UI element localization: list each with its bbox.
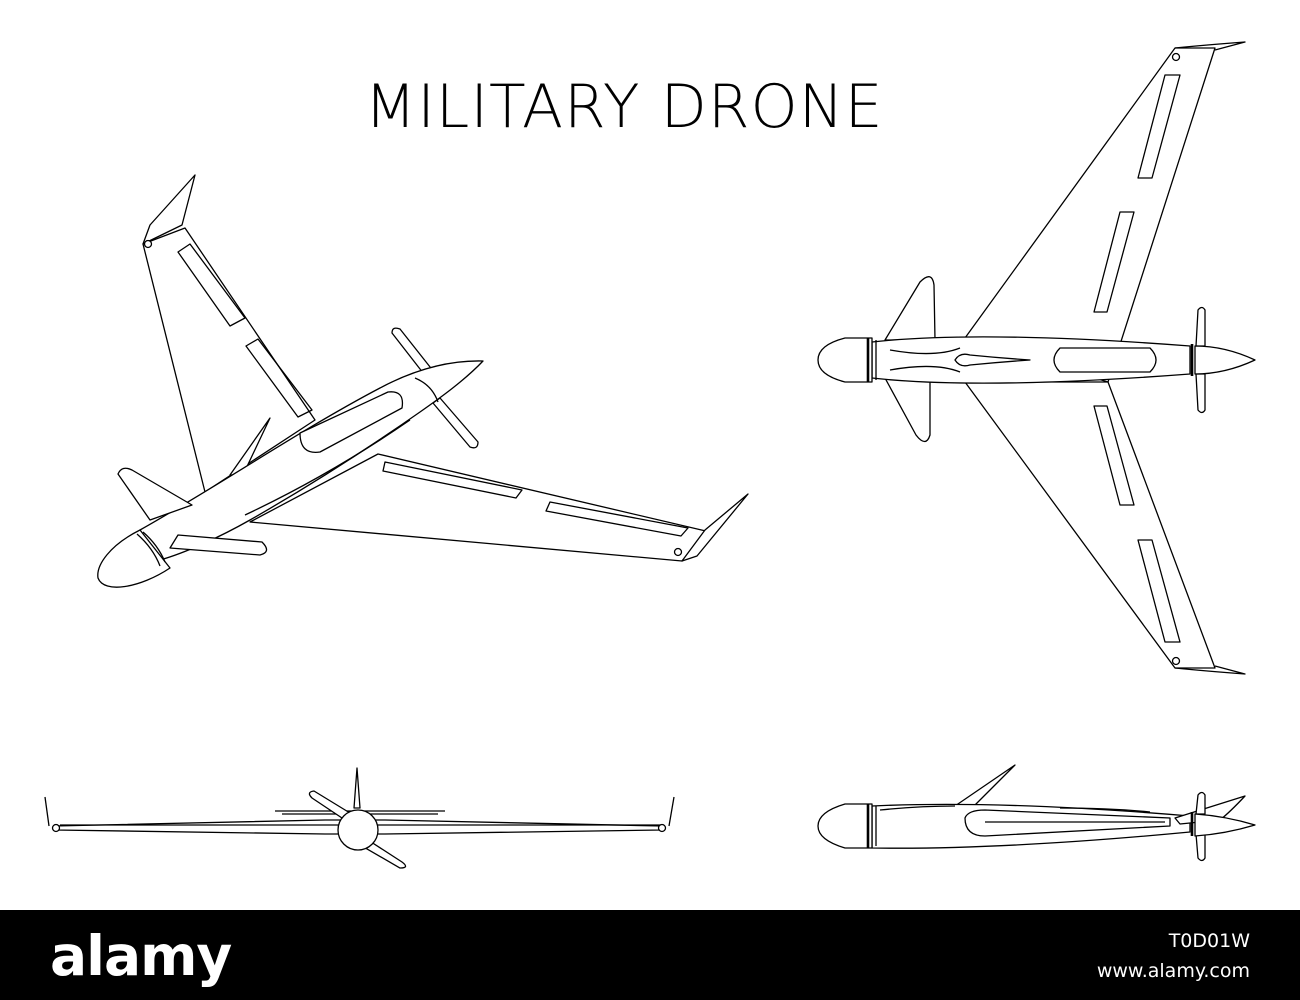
top-view (818, 42, 1255, 674)
perspective-lower-winglet (682, 494, 748, 561)
perspective-rear-pod (98, 530, 170, 587)
front-right-winglet (669, 797, 674, 826)
top-propeller-blade-top (1196, 308, 1205, 347)
perspective-canopy (300, 392, 402, 453)
side-spinner (1195, 814, 1255, 836)
perspective-upper-wing (143, 228, 315, 492)
side-canopy (1060, 808, 1150, 812)
top-upper-aileron (1138, 75, 1180, 178)
top-spinner (1195, 346, 1255, 374)
top-upper-stabilizer (885, 277, 935, 340)
front-left-winglet (45, 797, 49, 826)
perspective-spinner-ring (415, 378, 438, 402)
side-spine (880, 806, 955, 810)
front-left-tip-light (53, 825, 60, 832)
front-spinner (338, 810, 378, 850)
site-url[interactable]: www.alamy.com (1096, 960, 1250, 982)
perspective-upper-winglet (143, 175, 195, 244)
front-view (45, 768, 674, 868)
perspective-pod-ring-2 (143, 532, 165, 562)
perspective-tail-lower-stabilizer (170, 535, 267, 555)
front-propeller-blade-bottom (362, 840, 406, 868)
perspective-pod-ring (137, 534, 160, 566)
side-vertical-fin (955, 765, 1015, 806)
perspective-propeller-blade-bottom (433, 398, 478, 448)
drone-drawings (0, 0, 1300, 910)
perspective-tail-upper-stabilizer (118, 468, 192, 520)
side-wing-root (965, 810, 1170, 836)
side-view (818, 765, 1255, 861)
top-air-intake (955, 354, 1030, 366)
top-upper-wing (965, 48, 1215, 382)
top-lower-stabilizer (885, 378, 930, 442)
top-upper-flap (1094, 212, 1134, 312)
perspective-lower-tip-light (675, 549, 682, 556)
image-id: T0D01W (1168, 930, 1250, 952)
perspective-body-seam (245, 420, 410, 515)
top-lower-aileron (1138, 540, 1180, 642)
top-lower-wing (965, 382, 1215, 668)
perspective-lower-aileron (546, 502, 688, 536)
top-fuselage-spine (890, 348, 960, 372)
front-propeller-blade-top (309, 791, 350, 820)
top-upper-tip-light (1173, 54, 1180, 61)
diagram-title: MILITARY DRONE (364, 72, 884, 142)
side-propeller-blade-top (1196, 793, 1205, 815)
side-rear-pod (818, 804, 872, 848)
perspective-upper-flap (246, 339, 312, 417)
top-canopy (1054, 348, 1156, 372)
brand-logo[interactable]: alamy (50, 924, 232, 988)
top-upper-winglet (1175, 42, 1245, 50)
top-rear-pod (818, 338, 872, 382)
top-lower-flap (1094, 406, 1134, 505)
front-right-tip-light (659, 825, 666, 832)
perspective-upper-aileron (178, 244, 245, 326)
side-propeller-blade-bottom (1196, 834, 1205, 861)
footer-bar: alamy T0D01W www.alamy.com (0, 910, 1300, 1000)
top-lower-tip-light (1173, 658, 1180, 665)
perspective-lower-flap (383, 462, 522, 498)
perspective-upper-tip-light (145, 241, 152, 248)
perspective-view (98, 175, 748, 587)
top-propeller-blade-bottom (1196, 374, 1205, 413)
perspective-propeller-blade-top (392, 328, 434, 378)
top-lower-winglet (1175, 666, 1245, 674)
front-vertical-fin (354, 768, 360, 808)
